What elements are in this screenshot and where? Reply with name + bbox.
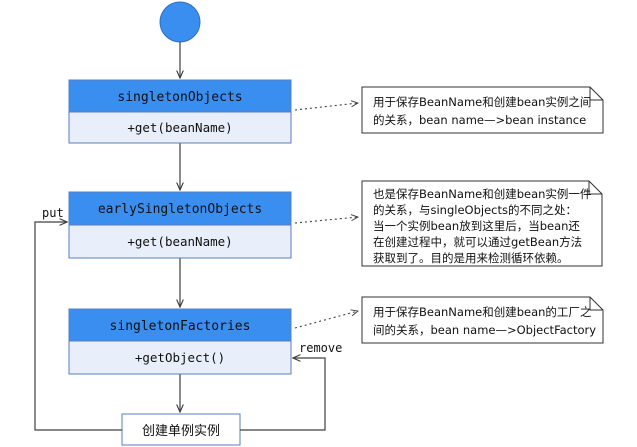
note-line: 间的关系，bean name—>ObjectFactory [373, 323, 596, 337]
edge-put [34, 222, 122, 431]
remove-label: remove [299, 341, 342, 355]
note-connector-2 [294, 217, 358, 224]
class-box-early-singleton-objects: earlySingletonObjects +get(beanName) [68, 191, 292, 259]
note-singleton-objects: 用于保存BeanName和创建bean实例之间 的关系，bean name—>b… [361, 86, 604, 134]
note-line: 用于保存BeanName和创建bean实例之间 [373, 95, 591, 109]
note-line: 在创建过程中，就可以通过getBean方法 [373, 235, 582, 249]
put-label: put [42, 206, 64, 220]
class-name: singletonFactories [110, 319, 251, 334]
class-box-singleton-objects: singletonObjects +get(beanName) [68, 79, 292, 144]
note-early-singleton-objects: 也是保存BeanName和创建bean实例一件 的关系，与singleObjec… [361, 180, 603, 267]
edge-remove [240, 358, 326, 431]
start-node [159, 1, 201, 43]
class-method: +getObject() [135, 350, 225, 365]
note-connector-1 [294, 103, 358, 111]
class-method: +get(beanName) [127, 120, 232, 135]
create-instance-box: 创建单例实例 [121, 413, 241, 446]
note-line: 当一个实例bean放到这里后，当bean还 [373, 219, 580, 233]
class-box-singleton-factories: singletonFactories +getObject() [68, 308, 292, 375]
note-singleton-factories: 用于保存BeanName和创建bean的工厂之 间的关系，bean name—>… [361, 296, 604, 344]
class-name: singletonObjects [117, 90, 242, 105]
svg-text:也是保存BeanName和创建bean实例一件: 也是保存BeanName和创建bean实例一件 的关系，与singleObjec… [373, 187, 595, 265]
note-line: 也是保存BeanName和创建bean实例一件 [373, 187, 591, 201]
svg-text:用于保存BeanName和创建bean的工厂之: 用于保存BeanName和创建bean的工厂之 间的关系，bean name—>… [373, 305, 596, 337]
note-line: 获取到了。目的是用来检测循环依赖。 [373, 251, 569, 265]
note-line: 的关系，与singleObjects的不同之处： [373, 203, 577, 217]
note-line: 用于保存BeanName和创建bean的工厂之 [373, 305, 592, 319]
note-line: 的关系，bean name—>bean instance [373, 113, 586, 127]
create-instance-label: 创建单例实例 [142, 424, 220, 439]
class-method: +get(beanName) [127, 234, 232, 249]
svg-text:用于保存BeanName和创建bean实例之间: 用于保存BeanName和创建bean实例之间 的关系，bean name—>b… [373, 95, 595, 127]
note-connector-3 [294, 311, 358, 329]
class-name: earlySingletonObjects [98, 202, 262, 217]
